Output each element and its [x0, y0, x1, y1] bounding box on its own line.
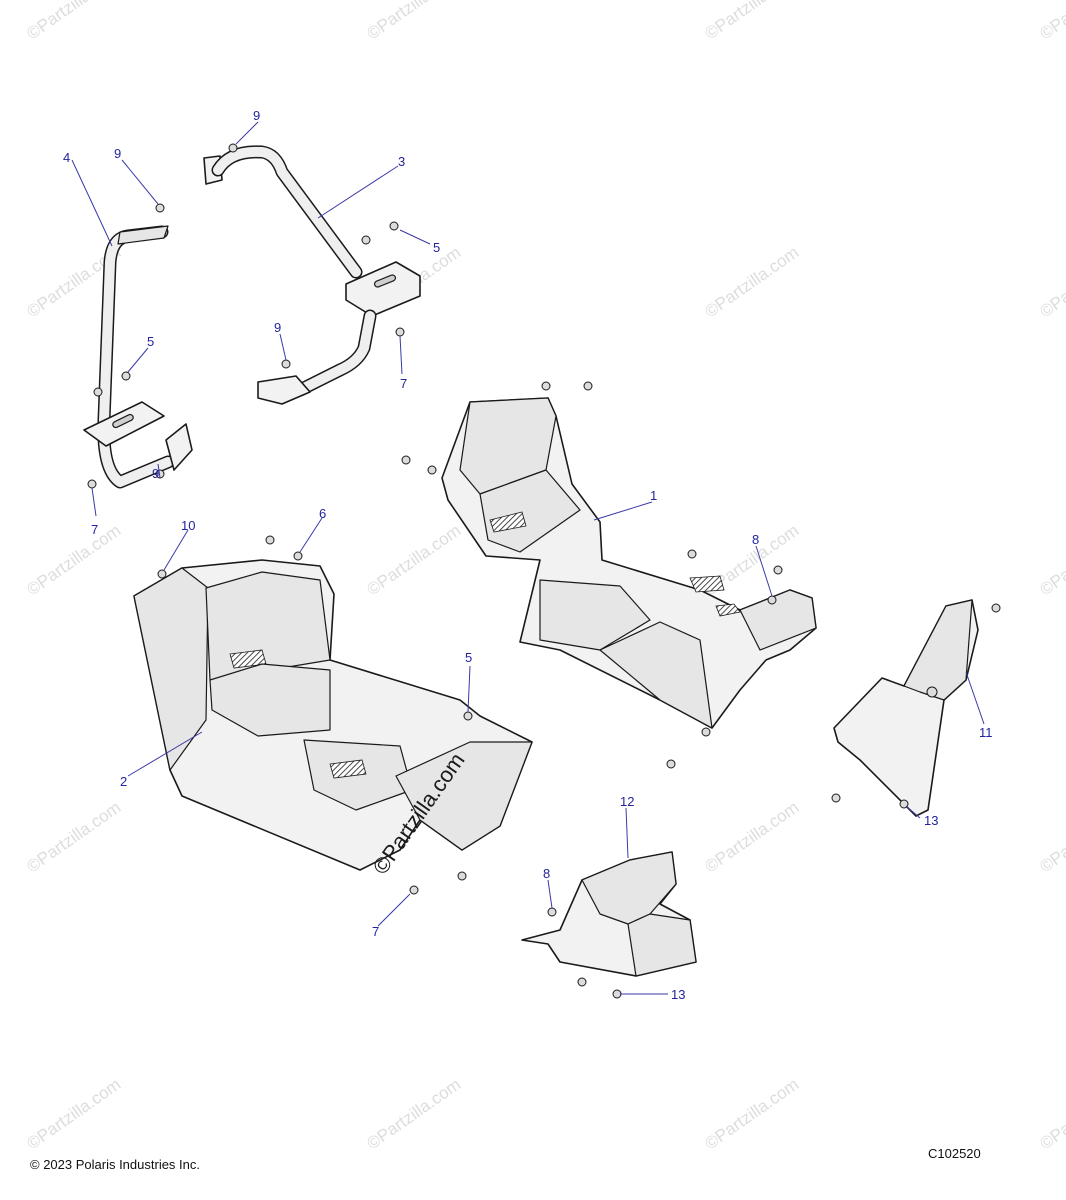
callout-8: 8 [752, 532, 759, 547]
watermark: ©Partzilla.com [23, 0, 124, 43]
part-4-grab-bar [83, 225, 193, 489]
watermark: ©Partzilla.com [701, 1075, 802, 1154]
callout-9: 9 [253, 108, 260, 123]
watermark: ©Partzilla.com [1036, 243, 1066, 322]
watermark: ©Partzilla.com [1036, 0, 1066, 43]
callout-13: 13 [924, 813, 938, 828]
watermark: ©Partzilla.com [363, 521, 464, 600]
watermark: ©Partzilla.com [1036, 521, 1066, 600]
callout-7: 7 [400, 376, 407, 391]
callouts: 4 9 9 3 5 9 7 5 9 7 1 10 6 8 5 2 11 12 1… [63, 108, 993, 1002]
watermark: ©Partzilla.com [1036, 1075, 1066, 1154]
callout-9: 9 [274, 320, 281, 335]
leader-lines [71, 121, 985, 995]
callout-5: 5 [465, 650, 472, 665]
callout-5: 5 [147, 334, 154, 349]
watermark: ©Partzilla.com [701, 798, 802, 877]
watermark: ©Partzilla.com [701, 0, 802, 43]
callout-2: 2 [120, 774, 127, 789]
watermark: ©Partzilla.com [23, 521, 124, 600]
callout-10: 10 [181, 518, 195, 533]
part-3-grab-bar [203, 145, 421, 405]
callout-3: 3 [398, 154, 405, 169]
part-1-floor-rear [401, 381, 817, 729]
watermark: ©Partzilla.com [363, 0, 464, 43]
callout-7: 7 [372, 924, 379, 939]
watermark: ©Partzilla.com [1036, 798, 1066, 877]
part-11-side-panel [833, 599, 979, 817]
watermark: ©Partzilla.com [23, 1075, 124, 1154]
callout-6: 6 [319, 506, 326, 521]
callout-4: 4 [63, 150, 70, 165]
watermark: ©Partzilla.com [363, 1075, 464, 1154]
callout-9: 9 [152, 466, 159, 481]
callout-12: 12 [620, 794, 634, 809]
callout-9: 9 [114, 146, 121, 161]
copyright-notice: © 2023 Polaris Industries Inc. [30, 1157, 200, 1172]
callout-5: 5 [433, 240, 440, 255]
callout-11: 11 [979, 725, 993, 740]
callout-13: 13 [671, 987, 685, 1002]
callout-1: 1 [650, 488, 657, 503]
part-2-floor-front [133, 559, 533, 881]
watermark: ©Partzilla.com [23, 798, 124, 877]
part-12-side-panel [521, 851, 697, 977]
callout-8: 8 [543, 866, 550, 881]
diagram-code: C102520 [928, 1146, 981, 1161]
callout-7: 7 [91, 522, 98, 537]
watermark: ©Partzilla.com [701, 243, 802, 322]
